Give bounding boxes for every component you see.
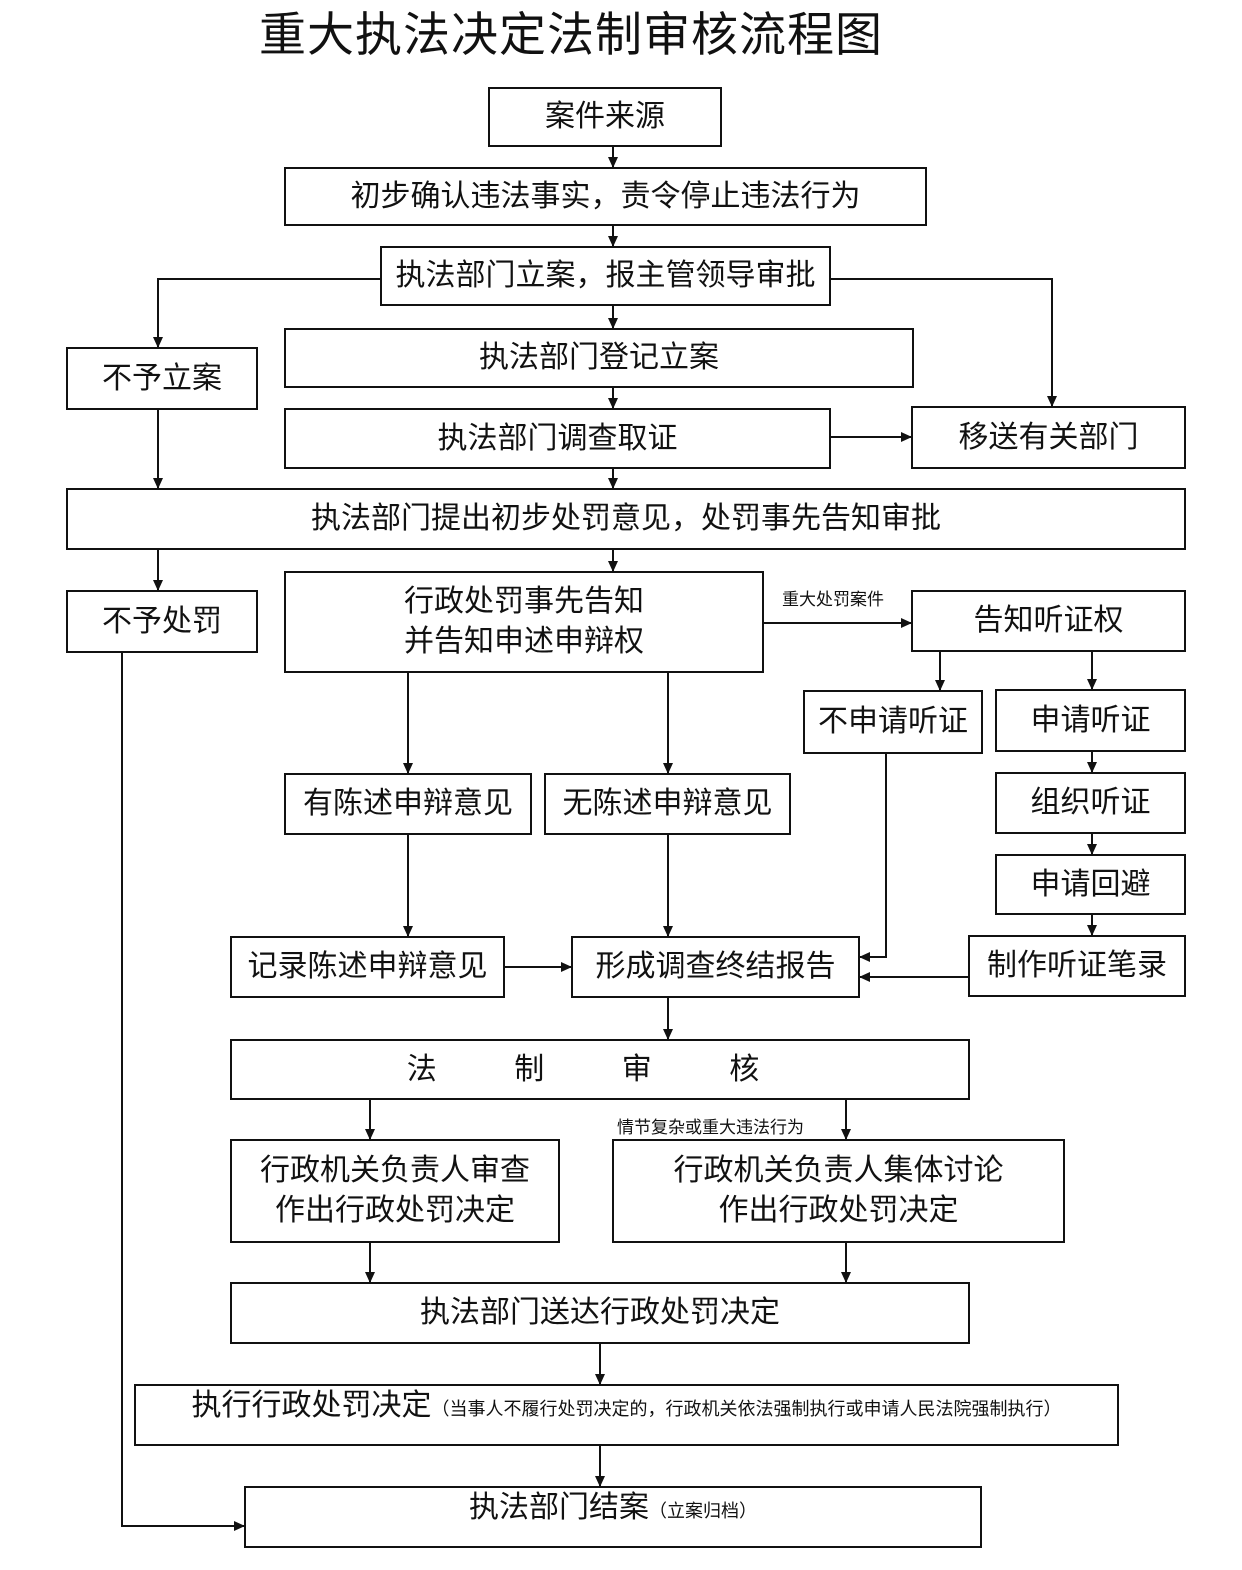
node-deliver: 执法部门送达行政处罚决定 — [230, 1282, 970, 1344]
node-execute: 执行行政处罚决定 （当事人不履行处罚决定的，行政机关依法强制执行或申请人民法院强… — [134, 1384, 1119, 1446]
node-preliminary-opinion: 执法部门提出初步处罚意见，处罚事先告知审批 — [66, 488, 1186, 550]
node-label-line2: 作出行政处罚决定 — [275, 1193, 515, 1228]
page-title: 重大执法决定法制审核流程图 — [259, 8, 883, 63]
node-label-line1: 行政机关负责人审查 — [260, 1153, 530, 1188]
arrow-nohearing-to-report — [859, 754, 887, 962]
node-final-report: 形成调查终结报告 — [571, 936, 860, 998]
node-has-defense: 有陈述申辩意见 — [284, 773, 532, 835]
edge-label-major-case: 重大处罚案件 — [782, 590, 884, 610]
node-label: 记录陈述申辩意见 — [247, 949, 488, 984]
node-label: 移送有关部门 — [958, 419, 1139, 455]
arrow-file-to-transfer — [831, 278, 1057, 407]
node-record-defense: 记录陈述申辩意见 — [230, 936, 505, 998]
node-label: 执法部门登记立案 — [479, 340, 719, 375]
node-legal-review: 法 制 审 核 — [230, 1039, 970, 1100]
node-label: 执法部门提出初步处罚意见，处罚事先告知审批 — [311, 501, 941, 536]
node-file-case: 执法部门立案，报主管领导审批 — [380, 246, 831, 306]
edge-label-complex-case: 情节复杂或重大违法行为 — [617, 1118, 804, 1138]
node-label-note: （立案归档） — [649, 1501, 757, 1522]
arrow-nopenalty-to-close — [121, 653, 245, 1531]
node-label-line1: 行政处罚事先告知 — [404, 584, 644, 619]
node-head-review: 行政机关负责人审查 作出行政处罚决定 — [230, 1139, 560, 1243]
node-no-penalty: 不予处罚 — [66, 590, 258, 653]
node-label: 告知听证权 — [973, 603, 1124, 638]
node-organize-hearing: 组织听证 — [995, 772, 1186, 834]
node-label: 有陈述申辩意见 — [303, 786, 513, 821]
node-hearing-right: 告知听证权 — [911, 590, 1186, 652]
node-label: 制作听证笔录 — [987, 948, 1167, 983]
node-hearing-record: 制作听证笔录 — [968, 935, 1186, 997]
node-label: 申请听证 — [1030, 702, 1151, 738]
node-label: 不予立案 — [102, 360, 222, 396]
node-label-note: （当事人不履行处罚决定的，行政机关依法强制执行或申请人民法院强制执行） — [431, 1399, 1062, 1420]
node-label: 执法部门调查取证 — [437, 420, 678, 456]
arrow-file-to-nocase — [153, 278, 380, 348]
node-label: 初步确认违法事实，责令停止违法行为 — [350, 178, 861, 214]
node-label-line2: 作出行政处罚决定 — [718, 1193, 959, 1228]
node-collective-discussion: 行政机关负责人集体讨论 作出行政处罚决定 — [612, 1139, 1065, 1243]
node-label: 不申请听证 — [818, 704, 968, 739]
node-label: 法 制 审 核 — [406, 1051, 794, 1087]
node-no-case: 不予立案 — [66, 347, 258, 410]
node-confirm-facts: 初步确认违法事实，责令停止违法行为 — [284, 167, 927, 226]
node-label: 组织听证 — [1030, 785, 1151, 820]
node-case-source: 案件来源 — [488, 87, 722, 147]
node-label: 申请回避 — [1030, 866, 1151, 902]
node-label-main: 执行行政处罚决定 — [191, 1388, 432, 1423]
node-no-defense: 无陈述申辩意见 — [544, 773, 791, 835]
node-no-hearing: 不申请听证 — [803, 690, 983, 754]
node-register-case: 执法部门登记立案 — [284, 328, 914, 388]
node-notify: 行政处罚事先告知 并告知申述申辩权 — [284, 571, 764, 673]
node-apply-hearing: 申请听证 — [995, 689, 1186, 752]
node-apply-recusal: 申请回避 — [995, 854, 1186, 915]
node-label: 形成调查终结报告 — [595, 949, 836, 984]
node-label-line1: 行政机关负责人集体讨论 — [673, 1153, 1004, 1188]
node-label-line2: 并告知申述申辩权 — [404, 624, 644, 659]
node-label: 无陈述申辩意见 — [562, 786, 773, 821]
node-label: 案件来源 — [545, 99, 665, 134]
node-label: 不予处罚 — [102, 603, 222, 639]
node-transfer: 移送有关部门 — [911, 406, 1186, 469]
node-close-case: 执法部门结案 （立案归档） — [244, 1486, 982, 1548]
node-investigate: 执法部门调查取证 — [284, 408, 831, 469]
node-label-main: 执法部门结案 — [469, 1490, 649, 1525]
node-label: 执法部门立案，报主管领导审批 — [395, 258, 816, 293]
node-label: 执法部门送达行政处罚决定 — [420, 1295, 780, 1330]
